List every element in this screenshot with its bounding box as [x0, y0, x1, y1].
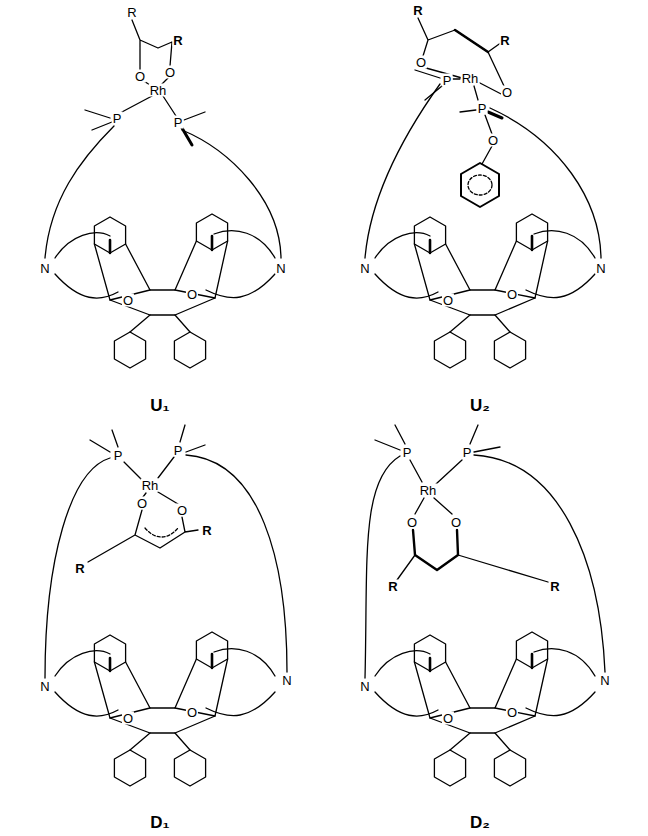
atom-label: P: [173, 116, 184, 129]
atom-label: N: [359, 262, 370, 275]
structure-label: U₂: [469, 397, 491, 414]
atom-label: O: [136, 497, 148, 510]
atom-label: O: [450, 516, 462, 529]
atom-label: N: [275, 262, 286, 275]
atom-label: R: [499, 34, 510, 47]
atom-label: O: [164, 66, 176, 79]
atom-label: R: [549, 580, 560, 593]
atom-label: R: [74, 562, 85, 575]
atom-label: O: [176, 504, 188, 517]
atom-label: O: [506, 288, 518, 301]
structure-label: U₁: [149, 397, 170, 414]
atom-label: P: [402, 446, 413, 459]
atom-label: N: [39, 680, 50, 693]
atom-label: P: [113, 449, 124, 462]
atom-label: R: [387, 580, 398, 593]
atom-label: R: [172, 34, 183, 47]
atom-label: P: [112, 112, 123, 125]
atom-label: O: [122, 294, 134, 307]
atom-label: O: [506, 706, 518, 719]
atom-label: O: [442, 712, 454, 725]
atom-label: P: [173, 444, 184, 457]
atom-label: P: [462, 446, 473, 459]
atom-label: O: [442, 294, 454, 307]
atom-label: P: [477, 102, 488, 115]
atom-label: Rh: [419, 484, 438, 497]
atom-label: Rh: [149, 84, 168, 97]
atom-label: O: [186, 288, 198, 301]
atom-label: R: [412, 4, 423, 17]
atom-label: O: [134, 70, 146, 83]
atom-label: Rh: [141, 479, 160, 492]
atom-label: O: [487, 134, 499, 147]
atom-label: N: [39, 262, 50, 275]
structure-label: D₂: [469, 814, 491, 831]
atom-label: O: [501, 86, 513, 99]
atom-label: N: [359, 680, 370, 693]
atom-label: O: [186, 706, 198, 719]
atom-label: R: [126, 6, 137, 19]
atom-label: Rh: [461, 72, 480, 85]
atom-label: N: [281, 674, 292, 687]
structure-label: D₁: [149, 814, 170, 831]
atom-label: N: [595, 262, 606, 275]
atom-label: P: [442, 74, 453, 87]
atom-label: O: [406, 516, 418, 529]
atom-label: O: [122, 712, 134, 725]
atom-label: R: [201, 524, 212, 537]
atom-label: O: [415, 56, 427, 69]
atom-label: N: [599, 674, 610, 687]
